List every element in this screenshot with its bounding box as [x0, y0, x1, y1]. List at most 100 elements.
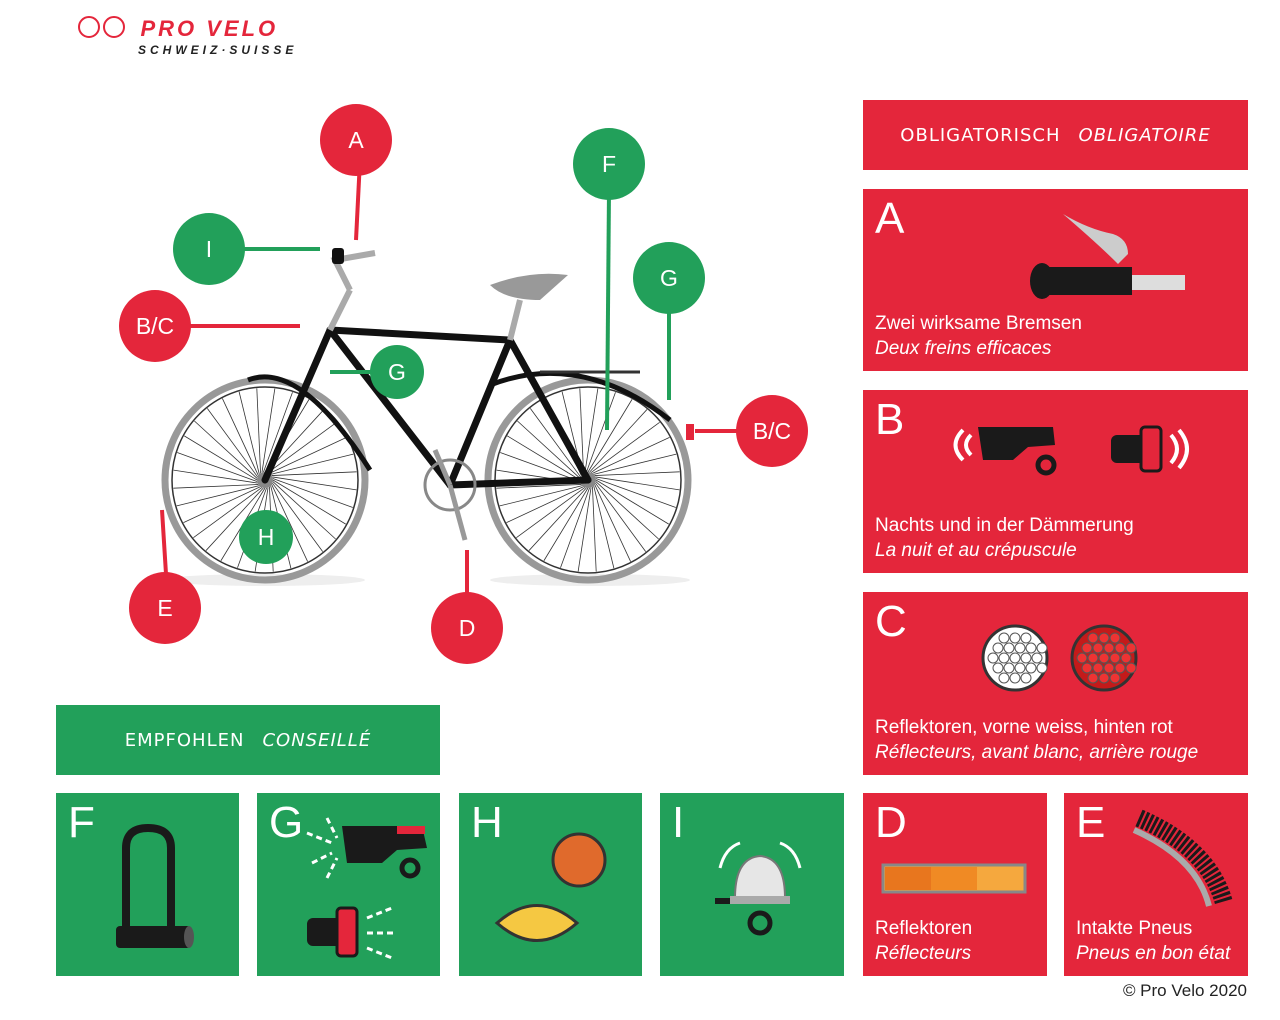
spoke [271, 484, 308, 562]
reflector-cell [1081, 662, 1093, 674]
spoke [507, 435, 581, 481]
spoke [594, 471, 680, 476]
spoke [528, 487, 587, 551]
spoke [183, 486, 261, 523]
reflector-cell [1020, 632, 1032, 644]
spoke [584, 388, 599, 473]
reflectors-icon [981, 624, 1138, 692]
callout-e: E [129, 572, 201, 644]
reflector-cell [1025, 662, 1037, 674]
callout-label: G [388, 359, 406, 385]
reflector-cell [1087, 652, 1099, 664]
reflector-cell [1036, 662, 1048, 674]
spoke [267, 421, 337, 473]
u-lock-icon [116, 823, 194, 948]
spoke [589, 409, 648, 473]
bell-icon [715, 841, 802, 936]
spoke [586, 392, 616, 473]
spoke [496, 484, 582, 489]
spoke [593, 453, 677, 475]
spoke [592, 437, 670, 474]
spoke [184, 435, 258, 481]
callout-bc: B/C [736, 395, 808, 467]
reflector-cell [1109, 652, 1121, 664]
panel-caption-fr: Réflecteurs, avant blanc, arrière rouge [875, 742, 1199, 763]
tire-icon [1132, 809, 1233, 907]
panel-caption-de: Reflektoren, vorne weiss, hinten rot [875, 717, 1173, 738]
panel-caption-fr: La nuit et au crépuscule [875, 540, 1077, 561]
reflector-cell [1009, 632, 1021, 644]
callout-d: D [431, 592, 503, 664]
callout-g: G [370, 345, 424, 399]
panel-letter: D [875, 798, 907, 847]
panel-letter: A [875, 194, 905, 243]
spoke [272, 478, 353, 508]
reflector-cell [998, 652, 1010, 664]
panel-letter: E [1076, 798, 1106, 847]
pedal-reflector-icon [881, 863, 1027, 894]
spoke-reflectors-icon [494, 832, 607, 942]
spoke [272, 481, 336, 540]
spoke [270, 453, 354, 475]
spoke [595, 482, 647, 552]
reflector-cell [1120, 652, 1132, 664]
spoke [595, 478, 676, 508]
callout-h: H [239, 510, 293, 564]
callout-label: B/C [136, 313, 174, 339]
reflector-cell [1014, 642, 1026, 654]
bike-lights-icon [953, 425, 1189, 476]
spoke [593, 485, 615, 569]
spoke [579, 388, 584, 474]
reflector-cell [1109, 632, 1121, 644]
spoke [595, 476, 680, 491]
panel-caption-de: Nachts und in der Dämmerung [875, 515, 1134, 536]
brake-lever-icon [1030, 214, 1185, 299]
spoke [500, 452, 581, 482]
spoke [577, 487, 592, 572]
spoke [594, 484, 631, 562]
reflector-cell [1025, 642, 1037, 654]
spoke [595, 479, 669, 525]
callout-i: I [173, 213, 245, 285]
panel-caption-de: Reflektoren [875, 918, 973, 939]
reflector-cell [1125, 642, 1137, 654]
spoke [516, 487, 586, 539]
reflector-cell [1020, 672, 1032, 684]
spoke [238, 391, 260, 475]
spoke [205, 487, 264, 551]
panel-letter: H [471, 798, 503, 847]
reflector-cell [1098, 672, 1110, 684]
spoke [173, 469, 258, 484]
callout-g: G [633, 242, 705, 314]
spoke [272, 476, 357, 491]
spoke [272, 482, 324, 552]
spoke [272, 479, 346, 525]
callout-f: F [573, 128, 645, 200]
spoke [222, 398, 259, 476]
callout-pointer [605, 189, 611, 431]
spoke [193, 487, 263, 539]
callout-label: F [602, 151, 616, 177]
reflector-cell [1087, 632, 1099, 644]
spoke [529, 408, 581, 478]
panel-caption-fr: Réflecteurs [875, 943, 972, 964]
spoke [499, 485, 583, 507]
spoke [176, 485, 260, 507]
callout-circle [736, 395, 808, 467]
callout-circle [173, 213, 245, 285]
reflector-cell [1036, 642, 1048, 654]
reflector-cell [1098, 652, 1110, 664]
spoke [194, 420, 258, 479]
mandatory-fr: OBLIGATOIRE [1078, 124, 1211, 146]
spoke [261, 388, 276, 473]
lights-icon [306, 817, 427, 960]
reflector-cell [1114, 642, 1126, 654]
spoke [506, 486, 584, 523]
callout-label: E [157, 595, 172, 621]
reflector-cell [1031, 652, 1043, 664]
spoke [592, 486, 597, 572]
reflector-cell [1020, 652, 1032, 664]
